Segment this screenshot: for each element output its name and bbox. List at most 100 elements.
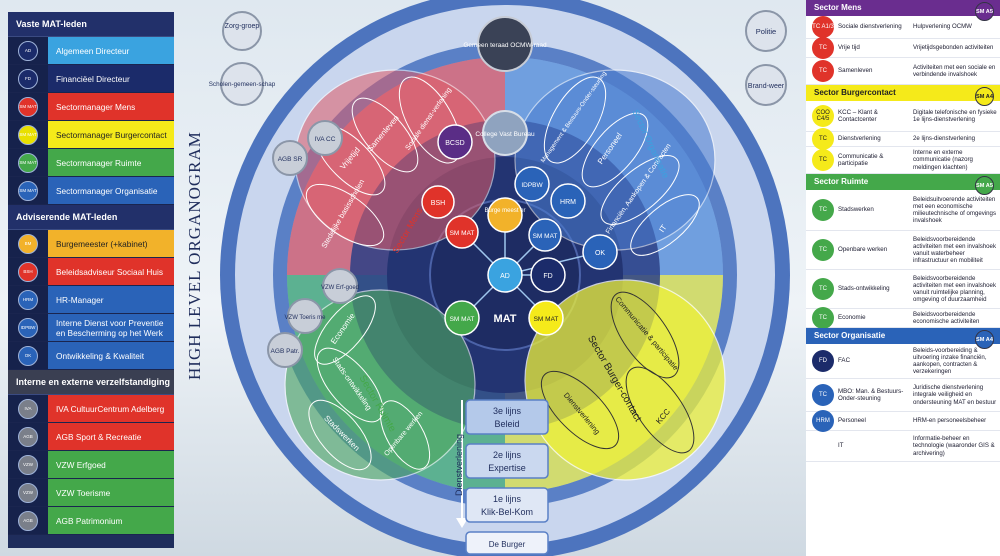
sm-mens-bubble: [445, 215, 479, 249]
sm-burger-label: SM MAT: [534, 316, 559, 323]
third-line-sub: Beleid: [494, 419, 519, 429]
mat-label: MAT: [493, 313, 516, 325]
legend-badge-icon: FD: [18, 68, 38, 89]
team-badge: TC: [812, 60, 834, 82]
team-description: Beleidsvoorbereidende activiteiten met e…: [913, 235, 996, 265]
team-name: Samenleven: [838, 67, 873, 75]
legend-label: VZW Erfgoed: [48, 451, 174, 478]
team-name: KCC – Klant & Contactcenter: [838, 108, 878, 123]
team-description: Juridische dienstverlening integrale vei…: [913, 384, 997, 406]
vzw-erfgoed-bubble: [322, 268, 358, 304]
third-line-label: 3e lijns: [493, 406, 522, 416]
legend-section-title: Vaste MAT-leden: [8, 12, 174, 37]
sector-tag-badge: SM A4: [975, 87, 994, 106]
burger-ellipse: [524, 279, 726, 481]
legend-badge-icon: BSH: [18, 261, 38, 282]
brandweer-bubble: [745, 64, 787, 106]
second-line-sub: Expertise: [488, 463, 526, 473]
team-description: Activiteiten met een sociale en verbinde…: [913, 63, 996, 78]
sector-table-title: Sector Ruimte: [814, 177, 869, 186]
team-description: Digitale telefonische en fysieke 1e lijn…: [913, 108, 997, 123]
legend-badge: SM MAT: [8, 93, 48, 120]
sub-ellipse-sociale: [398, 76, 462, 164]
team-name: Personeel: [838, 417, 866, 425]
dienstverlening-arrow-label: Dienstverlening: [454, 434, 464, 496]
team-description: Vrijetijdsgebonden activiteiten: [913, 44, 994, 52]
legend-badge-icon: BM: [18, 233, 38, 254]
sub-ellipse-stadswerken: [308, 399, 372, 471]
legend-label: HR-Manager: [48, 286, 174, 313]
sub-ellipse-management: [543, 76, 607, 164]
team-name: Dienstverlening: [838, 135, 881, 143]
sector-table-title: Sector Mens: [814, 3, 862, 12]
team-name: Economie: [838, 314, 866, 322]
legend-badge-icon: OK: [18, 345, 38, 366]
legend-badge: FD: [8, 65, 48, 92]
first-line-label: 1e lijns: [493, 494, 522, 504]
team-description: Informatie-beheer en technologie (waaron…: [913, 435, 995, 457]
politie-label: Politie: [756, 27, 776, 36]
legend-label: Burgemeester (+kabinet): [48, 230, 174, 257]
sub-ellipse-basisscholen: [305, 183, 385, 247]
team-badge: HRM: [812, 410, 834, 432]
hrm-bubble: [550, 183, 586, 219]
team-description: Beleidsvoorbereidende economische activi…: [913, 310, 980, 325]
team-description: Beleidsvoorbereidende activiteiten met e…: [913, 274, 996, 304]
legend-badge: VZW: [8, 479, 48, 506]
legend-badge: IVA: [8, 395, 48, 422]
bcsd-label: BCSD: [445, 140, 464, 147]
bcsd-bubble: [437, 124, 473, 160]
legend-label: Sectormanager Mens: [48, 93, 174, 120]
legend-badge-icon: IDPBW: [18, 317, 38, 338]
gemeenteraad-bubble: [477, 16, 533, 72]
team-description: Beleidsuitvoerende activiteiten met een …: [913, 195, 996, 225]
team-description: Beleids-voorbereiding & uitvoering inzak…: [913, 346, 987, 376]
sm-ruimte-bubble: [444, 300, 480, 336]
hrm-label: HRM: [560, 199, 576, 206]
ok-label: OK: [595, 250, 605, 257]
sub-ellipse-communicatie: [610, 291, 680, 379]
legend-label: Financiëel Directeur: [48, 65, 174, 92]
team-badge: TC: [812, 307, 834, 329]
sm-org-label: SM MAT: [533, 233, 558, 240]
legend-label: Interne Dienst voor Preventie en Bescher…: [48, 314, 174, 341]
team-description: Interne en externe communicatie (nazorg …: [913, 149, 973, 171]
sm-org-bubble: [528, 218, 562, 252]
sector-table-row: TC Economie Beleidsvoorbereidende economis…: [806, 307, 1000, 329]
team-badge: TC: [812, 199, 834, 221]
team-name: Stads-ontwikkeling: [838, 285, 890, 293]
team-badge: TC: [812, 384, 834, 406]
sector-table-title: Sector Organisatie: [814, 331, 886, 340]
agb-patr-bubble: [267, 332, 303, 368]
ok-bubble: [582, 234, 618, 270]
sub-ellipse-it: [630, 194, 700, 256]
college-label: College Vast Bureau: [475, 131, 535, 138]
burgemeester-label: Burge meest er: [484, 208, 525, 214]
brandweer-label: Brand-weer: [748, 83, 785, 90]
team-badge: TC A1/3: [812, 16, 834, 38]
legend-badge: HRM: [8, 286, 48, 313]
first-line-sub: Klik-Bel-Kom: [481, 507, 533, 517]
politie-bubble: [745, 10, 787, 52]
bsh-bubble: [421, 185, 455, 219]
sector-table-row: TC Samenleven Activiteiten met een sociale…: [806, 58, 1000, 85]
legend-badge-icon: AGB: [18, 426, 38, 447]
